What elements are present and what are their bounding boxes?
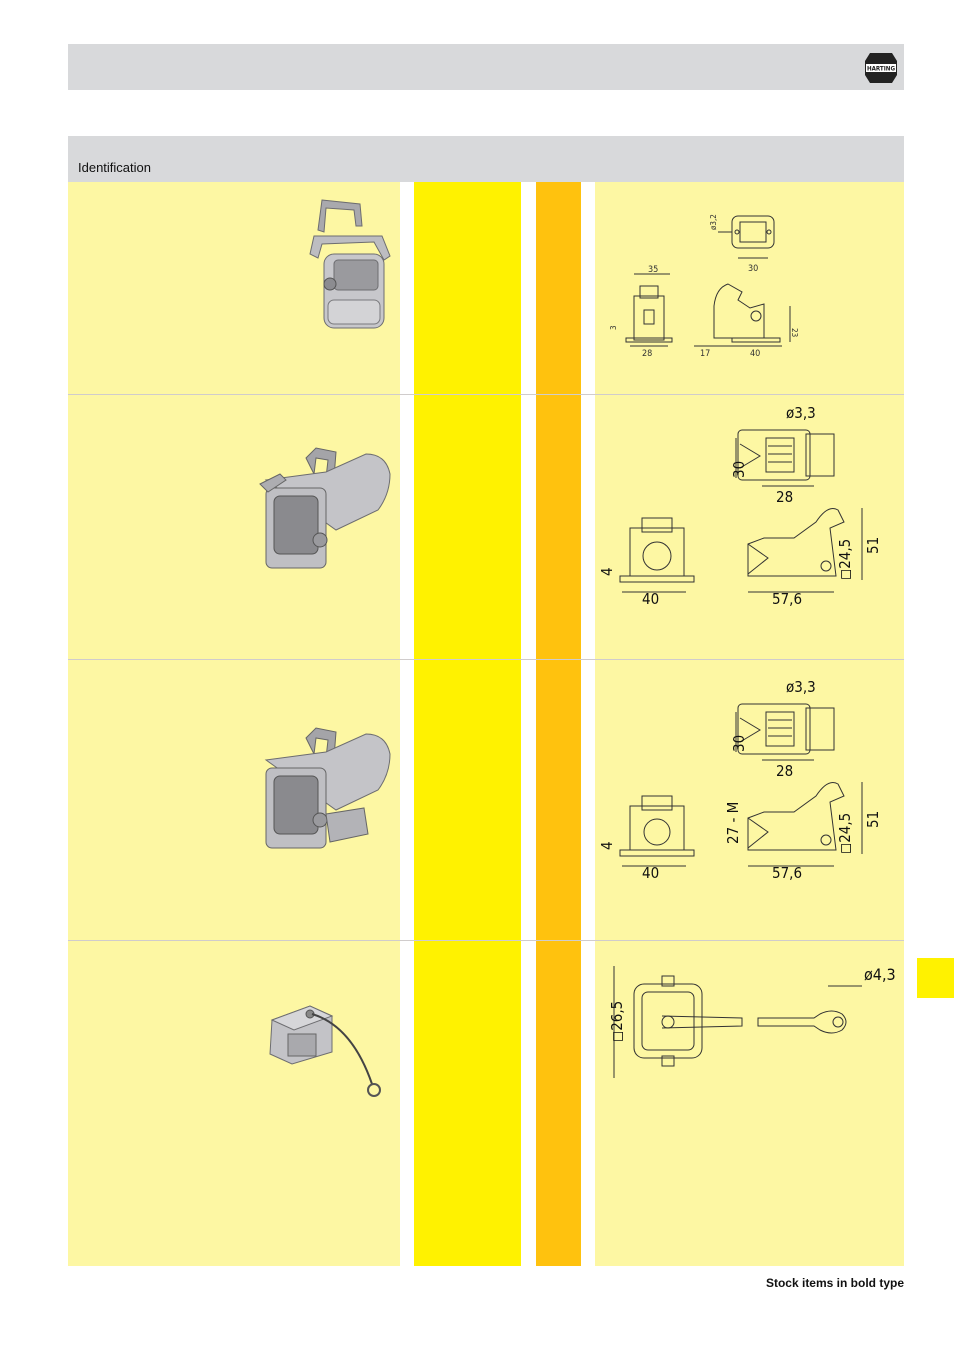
svg-text:ø4,3: ø4,3	[864, 965, 896, 984]
svg-text:35: 35	[648, 265, 658, 275]
housing-photo-3	[256, 724, 394, 856]
chapter-tab	[917, 958, 954, 998]
svg-text:40: 40	[642, 590, 659, 608]
identification-column	[68, 182, 400, 1266]
dimension-drawing-2: ø3,3 30 28 4 40 57,6 51 ◻24,5	[598, 398, 898, 610]
svg-text:51: 51	[864, 811, 882, 828]
housing-photo-2	[256, 444, 394, 576]
svg-text:4: 4	[598, 841, 616, 850]
row-divider	[68, 659, 904, 660]
svg-text:30: 30	[730, 461, 748, 478]
dimension-drawing-3: ø3,3 30 28 4 40 27 - M 57,6 51 ◻24,5	[598, 672, 898, 884]
identification-header: Identification	[68, 136, 904, 182]
svg-text:30: 30	[748, 264, 758, 274]
svg-text:◻26,5: ◻26,5	[608, 1001, 626, 1042]
dimension-drawing-4: ◻26,5 ø4,3	[602, 958, 902, 1086]
stock-items-note: Stock items in bold type	[765, 1276, 904, 1290]
svg-text:4: 4	[598, 567, 616, 576]
svg-text:28: 28	[776, 762, 793, 780]
svg-text:17: 17	[700, 349, 710, 358]
svg-text:ø3,3: ø3,3	[786, 404, 816, 422]
identification-label: Identification	[78, 160, 151, 175]
svg-text:23: 23	[790, 328, 799, 337]
svg-text:ø3,2: ø3,2	[709, 214, 718, 230]
svg-text:27 - M: 27 - M	[724, 802, 742, 844]
svg-text:40: 40	[750, 349, 760, 358]
svg-text:28: 28	[776, 488, 793, 506]
svg-text:57,6: 57,6	[772, 864, 802, 882]
row-divider	[68, 394, 904, 395]
svg-text:30: 30	[730, 735, 748, 752]
svg-text:51: 51	[864, 537, 882, 554]
dimension-drawing-1: ø3,2 30 35 3 28 17 40 23	[604, 196, 804, 359]
svg-text:3: 3	[609, 325, 618, 330]
cover-photo-4	[262, 996, 394, 1102]
harting-logo-icon: HARTING	[864, 49, 898, 87]
svg-text:HARTING: HARTING	[867, 66, 896, 73]
svg-text:57,6: 57,6	[772, 590, 802, 608]
svg-text:28: 28	[642, 349, 652, 358]
svg-text:40: 40	[642, 864, 659, 882]
housing-photo-1	[300, 196, 392, 334]
header-bar: HARTING	[68, 44, 904, 90]
svg-text:ø3,3: ø3,3	[786, 678, 816, 696]
row-divider	[68, 940, 904, 941]
svg-text:◻24,5: ◻24,5	[836, 813, 854, 854]
svg-text:◻24,5: ◻24,5	[836, 539, 854, 580]
drawing-code-column	[536, 182, 581, 1266]
part-number-column	[414, 182, 521, 1266]
